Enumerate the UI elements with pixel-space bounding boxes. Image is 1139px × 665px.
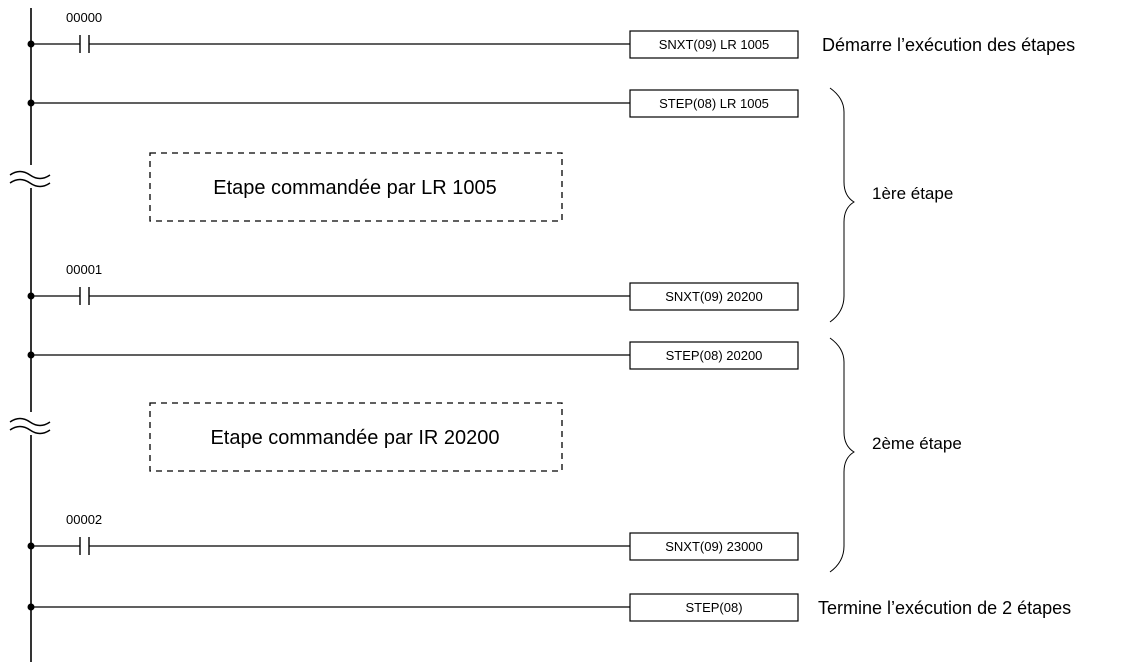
- rung: STEP(08) Termine l’exécution de 2 étapes: [27, 593, 1071, 622]
- rung: STEP(08) 20200: [27, 341, 799, 370]
- contact-address: 00001: [66, 262, 102, 277]
- rail-break-symbol: [9, 417, 51, 435]
- instruction-label: SNXT(09) 23000: [665, 539, 763, 554]
- step-block: Etape commandée par LR 1005: [149, 152, 563, 222]
- contact-symbol: [79, 35, 90, 53]
- instruction-label: SNXT(09) LR 1005: [659, 37, 770, 52]
- instruction-box: [629, 30, 799, 59]
- step-block: Etape commandée par IR 20200: [149, 402, 563, 472]
- step-block-label: Etape commandée par IR 20200: [210, 427, 499, 449]
- rung: 00002 SNXT(09) 23000: [27, 512, 799, 561]
- instruction-label: STEP(08) LR 1005: [659, 96, 769, 111]
- contact-address: 00002: [66, 512, 102, 527]
- step-group-brace: 2ème étape: [829, 337, 962, 573]
- step-block-label: Etape commandée par LR 1005: [213, 177, 497, 199]
- rail-break-symbol: [9, 170, 51, 188]
- rung-comment: Démarre l’exécution des étapes: [822, 35, 1075, 55]
- contact-address: 00000: [66, 10, 102, 25]
- instruction-box: [629, 89, 799, 118]
- step-group-label: 2ème étape: [872, 434, 962, 453]
- instruction-box: [629, 282, 799, 311]
- rung: STEP(08) LR 1005: [27, 89, 799, 118]
- step-group-brace: 1ère étape: [829, 87, 953, 323]
- instruction-label: STEP(08) 20200: [666, 348, 763, 363]
- step-group-label: 1ère étape: [872, 184, 953, 203]
- rung: 00000 SNXT(09) LR 1005 Démarre l’exécuti…: [27, 10, 1075, 59]
- instruction-box: [629, 341, 799, 370]
- instruction-box: [629, 532, 799, 561]
- contact-symbol: [79, 287, 90, 305]
- rung-comment: Termine l’exécution de 2 étapes: [818, 598, 1071, 618]
- instruction-label: SNXT(09) 20200: [665, 289, 763, 304]
- instruction-box: [629, 593, 799, 622]
- contact-symbol: [79, 537, 90, 555]
- rung: 00001 SNXT(09) 20200: [27, 262, 799, 311]
- instruction-label: STEP(08): [685, 600, 742, 615]
